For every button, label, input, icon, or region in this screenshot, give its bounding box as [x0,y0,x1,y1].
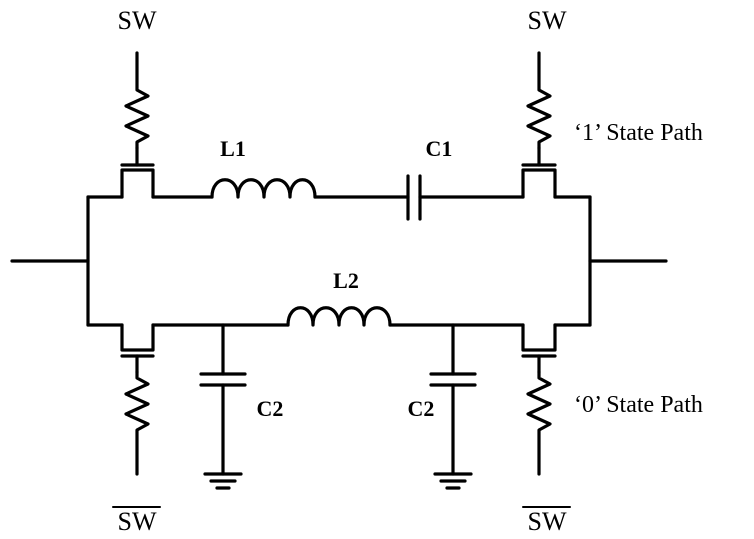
sw-bar-label-bottom-right: SW [528,507,567,536]
capacitor-c1 [406,174,422,221]
switch-transistor-bottom-right [521,323,557,374]
label-c2-left: C2 [257,396,284,421]
resistor-bottom-right [526,370,552,476]
capacitor-c2-right [429,323,477,476]
label-c1: C1 [426,136,453,161]
switch-transistor-bottom-left [120,323,155,374]
ground-icon-right [433,472,473,490]
resistor-bottom-left [124,370,150,476]
label-state-0-path: ‘0’ State Path [574,392,703,418]
inductor-l1 [210,178,317,199]
sw-label-top-left: SW [118,6,157,35]
label-c2-right: C2 [408,396,435,421]
inductor-l2 [286,306,392,327]
switch-transistor-top-left [120,146,155,199]
resistor-top-left [124,51,150,150]
resistor-top-right [526,51,552,150]
switch-transistor-top-right [521,146,557,199]
sw-label-top-right: SW [528,6,567,35]
label-l2: L2 [333,268,359,293]
label-l1: L1 [220,136,246,161]
ground-icon-left [203,472,243,490]
sw-bar-label-bottom-left: SW [118,507,157,536]
capacitor-c2-left [199,323,247,476]
label-state-1-path: ‘1’ State Path [574,120,703,146]
